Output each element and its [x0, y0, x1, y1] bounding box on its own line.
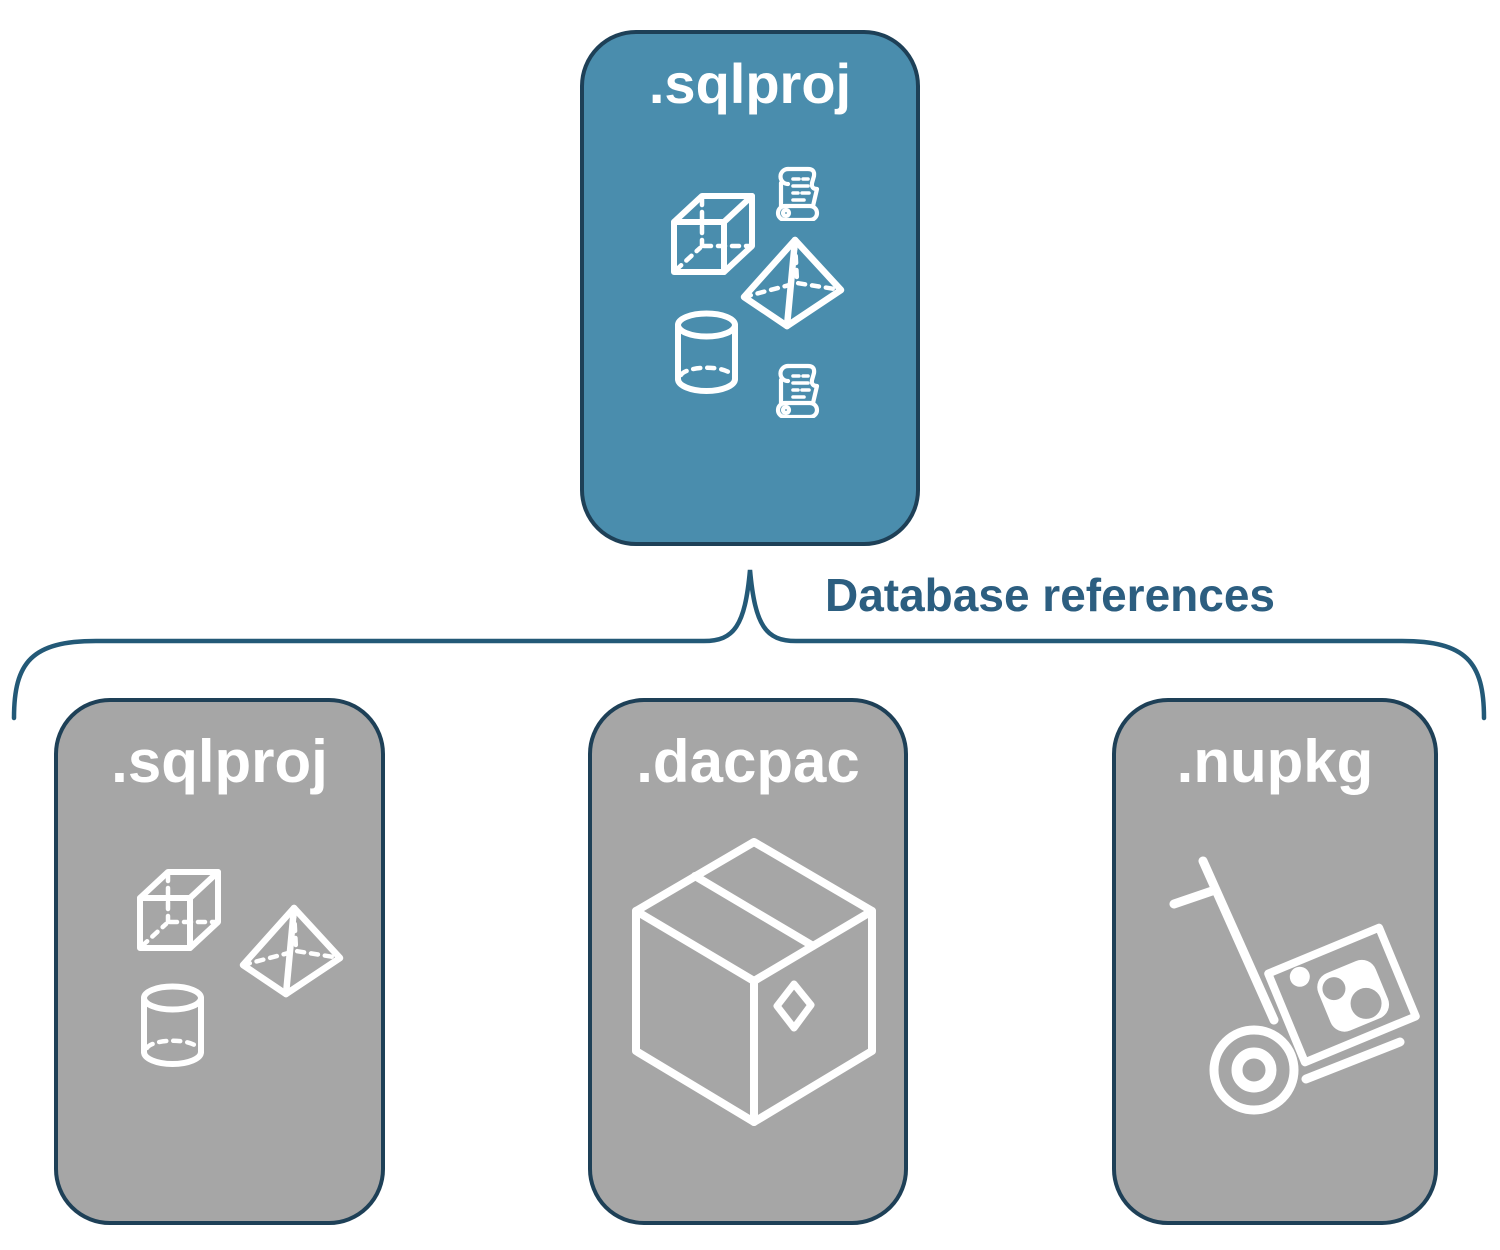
root-box-label: .sqlproj [648, 52, 852, 115]
connector-label: Database references [824, 569, 1276, 621]
child-box-label: .sqlproj [111, 728, 328, 795]
database-cylinder-icon [139, 983, 206, 1068]
package-box-icon [632, 838, 876, 1128]
pyramid-icon [740, 235, 845, 330]
hand-truck-icon [1160, 848, 1440, 1128]
child-box-label: .nupkg [1176, 728, 1374, 795]
database-cylinder-icon [673, 310, 740, 395]
child-box-sqlproj: .sqlproj [54, 698, 385, 1225]
child-box-nupkg: .nupkg [1112, 698, 1438, 1225]
child-box-dacpac: .dacpac [588, 698, 908, 1225]
child-box-label: .dacpac [636, 728, 860, 795]
cube-icon [134, 866, 224, 954]
sql-script-scroll-icon [765, 163, 823, 221]
pyramid-icon [239, 903, 344, 998]
root-box-sqlproj: .sqlproj [580, 30, 920, 546]
sql-script-scroll-icon [765, 360, 823, 418]
